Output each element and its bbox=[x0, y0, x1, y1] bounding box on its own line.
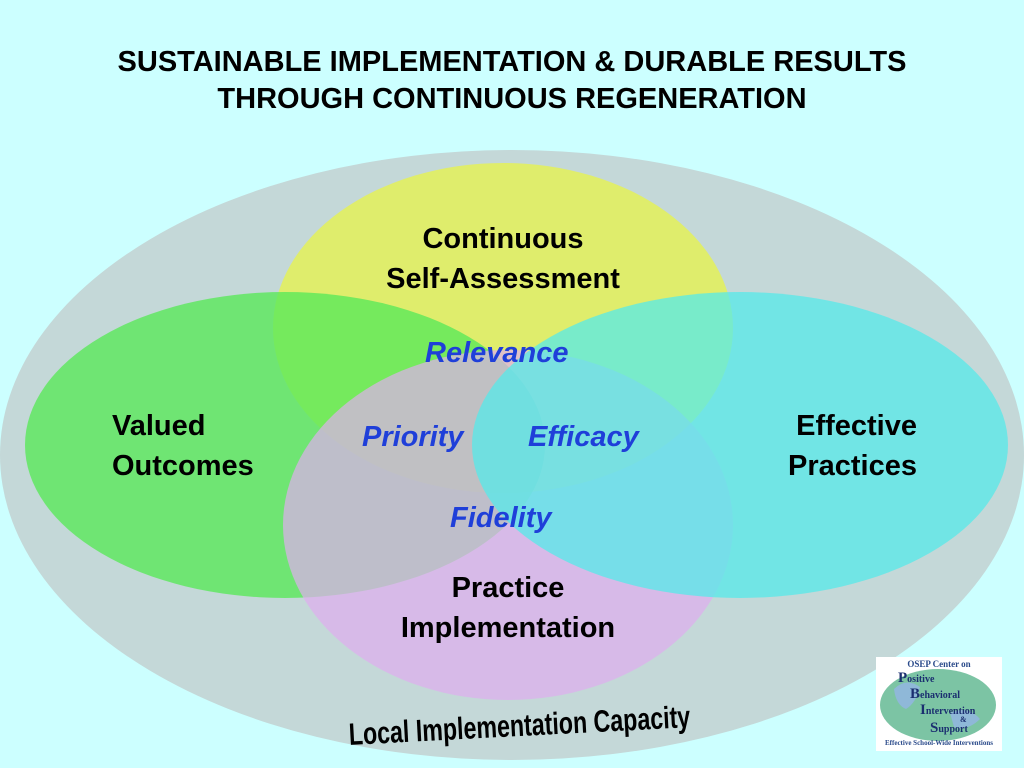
logo-word-intervention: Intervention bbox=[920, 702, 976, 718]
logo-footer: Effective School-Wide Interventions bbox=[885, 739, 993, 747]
left-circle-line-1: Valued bbox=[112, 410, 206, 442]
bottom-circle-line-2: Implementation bbox=[400, 612, 616, 644]
title-line-2: THROUGH CONTINUOUS REGENERATION bbox=[217, 83, 807, 115]
top-circle-line-2: Self-Assessment bbox=[386, 263, 620, 295]
relevance-label: Relevance bbox=[425, 337, 569, 369]
right-circle-label: Effective Practices bbox=[767, 406, 917, 486]
top-circle-line-1: Continuous bbox=[422, 223, 584, 255]
logo-header: OSEP Center on bbox=[907, 659, 971, 669]
bottom-circle-label: Practice Implementation bbox=[358, 568, 658, 648]
logo-word-positive: Positive bbox=[898, 670, 935, 686]
pbis-logo: OSEP Center on Positive Behavioral Inter… bbox=[876, 657, 1002, 751]
left-circle-line-2: Outcomes bbox=[112, 450, 254, 482]
logo-globe-icon bbox=[880, 669, 996, 741]
fidelity-label: Fidelity bbox=[450, 502, 552, 534]
right-circle bbox=[472, 292, 1008, 598]
bottom-circle-line-1: Practice bbox=[451, 572, 565, 604]
efficacy-label: Efficacy bbox=[528, 421, 639, 453]
top-circle-label: Continuous Self-Assessment bbox=[353, 219, 653, 299]
left-circle-label: Valued Outcomes bbox=[112, 406, 254, 486]
priority-label: Priority bbox=[362, 421, 464, 453]
page-title: SUSTAINABLE IMPLEMENTATION & DURABLE RES… bbox=[0, 44, 1024, 118]
right-circle-line-2: Practices bbox=[788, 450, 917, 482]
title-line-1: SUSTAINABLE IMPLEMENTATION & DURABLE RES… bbox=[117, 46, 907, 78]
right-circle-line-1: Effective bbox=[796, 410, 917, 442]
logo-word-support: Support bbox=[930, 720, 968, 736]
logo-ampersand: & bbox=[960, 715, 967, 724]
logo-word-behavioral: Behavioral bbox=[910, 686, 961, 702]
